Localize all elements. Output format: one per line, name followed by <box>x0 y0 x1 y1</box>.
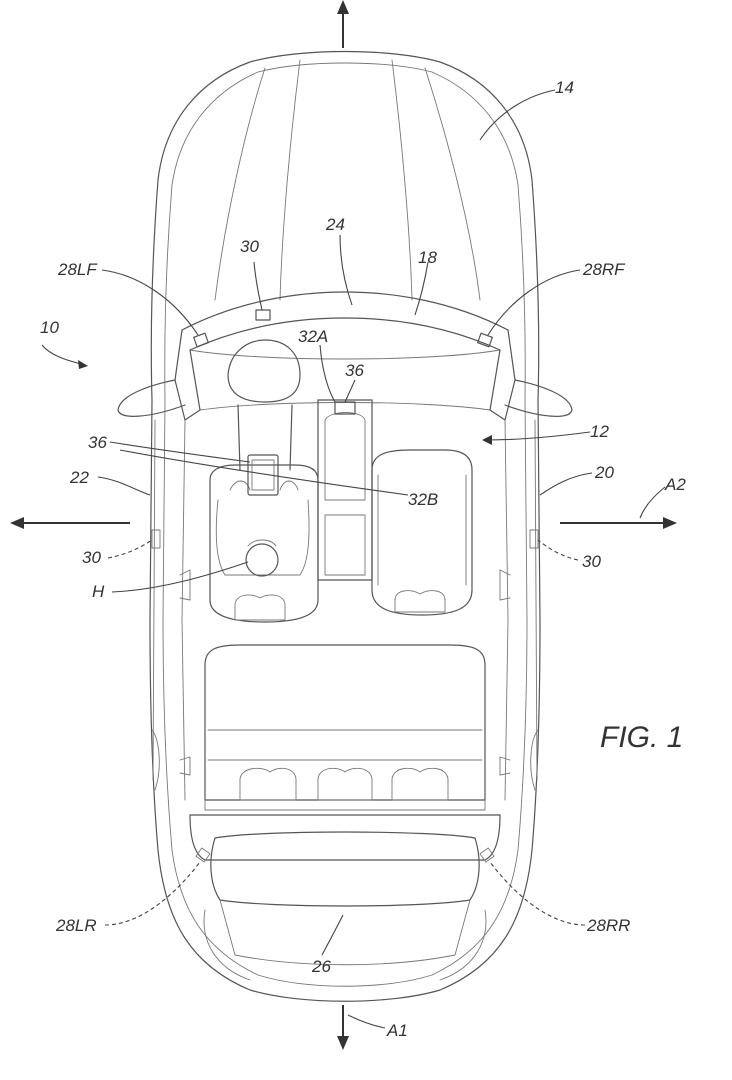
label-18: 18 <box>418 248 437 267</box>
vehicle-interior <box>204 339 486 811</box>
vehicle-body <box>117 50 573 1002</box>
label-36-driver: 36 <box>88 433 107 452</box>
label-14: 14 <box>555 78 574 97</box>
label-a1: A1 <box>386 1021 408 1040</box>
label-12: 12 <box>590 422 609 441</box>
camera-28rr <box>479 847 495 863</box>
label-32b: 32B <box>408 490 438 509</box>
left-arrow <box>10 517 130 529</box>
sensor-left <box>151 529 161 549</box>
label-28rr: 28RR <box>586 916 630 935</box>
label-28lr: 28LR <box>55 916 97 935</box>
figure-caption: FIG. 1 <box>600 721 683 754</box>
label-28lf: 28LF <box>57 260 98 279</box>
label-20: 20 <box>594 463 614 482</box>
label-30-right: 30 <box>582 552 601 571</box>
rear-arrow-a1 <box>337 1005 349 1050</box>
label-32a: 32A <box>298 327 328 346</box>
label-30-left: 30 <box>82 548 101 567</box>
sensor-right <box>529 529 539 549</box>
camera-28rf <box>477 332 493 348</box>
label-10: 10 <box>40 318 59 337</box>
label-26: 26 <box>311 957 331 976</box>
right-arrow-a2 <box>560 517 677 529</box>
label-24: 24 <box>325 215 345 234</box>
forward-arrow <box>337 0 349 48</box>
label-h: H <box>92 582 105 601</box>
label-36-console: 36 <box>345 361 364 380</box>
camera-28lr <box>195 847 211 863</box>
label-22: 22 <box>69 468 89 487</box>
label-28rf: 28RF <box>582 260 626 279</box>
label-30-windshield: 30 <box>240 237 259 256</box>
camera-28lf <box>193 332 209 348</box>
leader-lines <box>41 89 666 1029</box>
sensor-windshield <box>255 309 271 321</box>
label-a2: A2 <box>664 475 686 494</box>
